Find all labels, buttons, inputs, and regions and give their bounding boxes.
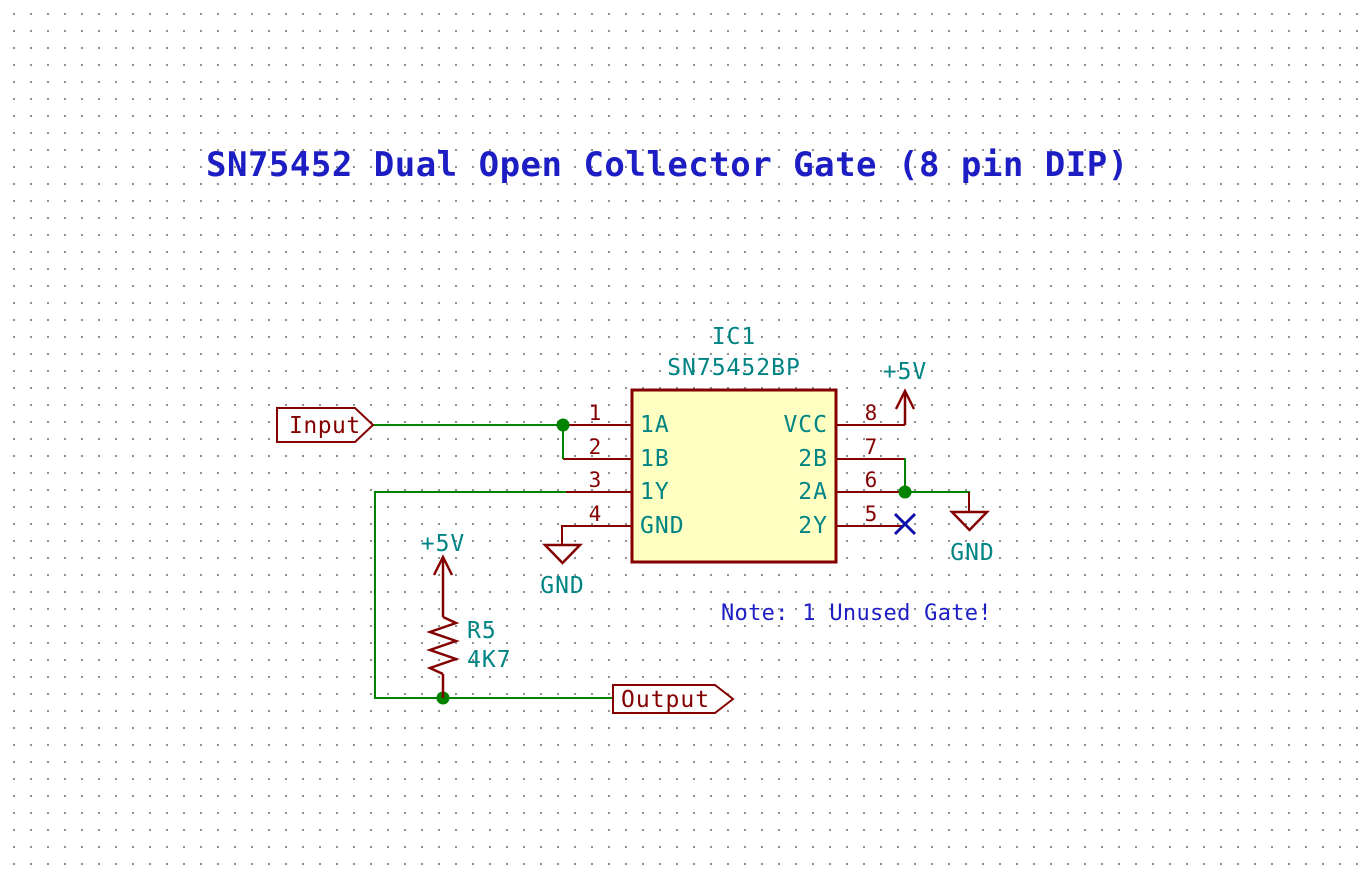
pin-number-8: 8 xyxy=(864,401,878,425)
junction-dots xyxy=(436,418,912,705)
output-label-shape xyxy=(612,684,735,714)
power-symbol-resistor xyxy=(432,554,454,617)
junction-dot xyxy=(898,485,912,499)
ic-reference: IC1 xyxy=(711,324,757,350)
pin-number-5: 5 xyxy=(864,502,878,526)
pin-name-2a: 2A xyxy=(798,479,828,505)
gnd-label-right: GND xyxy=(950,540,995,566)
input-label-shape xyxy=(276,407,375,443)
gnd-triangle-icon xyxy=(542,543,583,565)
resistor-zigzag-icon xyxy=(426,615,460,676)
power-symbol-vcc xyxy=(894,388,916,425)
vcc-label-resistor: +5V xyxy=(420,531,466,557)
gnd-symbol-left xyxy=(542,543,583,565)
pin-name-1a: 1A xyxy=(640,412,670,438)
pin-name-gnd: GND xyxy=(640,513,685,539)
pin-number-6: 6 xyxy=(864,468,878,492)
power-arrow-icon xyxy=(432,554,454,576)
output-label-text: Output xyxy=(621,687,711,713)
ic-body xyxy=(630,388,838,564)
vcc-label-right: +5V xyxy=(882,359,928,385)
ic-value: SN75452BP xyxy=(667,355,801,381)
gnd-triangle-icon xyxy=(949,510,990,532)
pin-name-2y: 2Y xyxy=(798,513,828,539)
pin-name-1y: 1Y xyxy=(640,479,670,505)
no-connect-x-icon xyxy=(893,512,917,536)
resistor-value: 4K7 xyxy=(467,647,512,673)
pin-number-4: 4 xyxy=(588,502,602,526)
pin-number-7: 7 xyxy=(864,435,878,459)
power-arrow-icon xyxy=(894,388,916,410)
pin-name-vcc: VCC xyxy=(783,412,828,438)
pin-name-2b: 2B xyxy=(798,446,828,472)
pin-number-1: 1 xyxy=(588,401,602,425)
schematic-title: SN75452 Dual Open Collector Gate (8 pin … xyxy=(206,145,1129,185)
ic-pin-stubs xyxy=(561,424,905,545)
pin-number-3: 3 xyxy=(588,468,602,492)
pin-name-1b: 1B xyxy=(640,446,670,472)
junction-dot xyxy=(556,418,570,432)
pin4-stub xyxy=(561,525,632,545)
gnd-label-left: GND xyxy=(540,573,585,599)
gnd-symbol-right xyxy=(949,492,990,532)
input-label-text: Input xyxy=(289,413,361,439)
pin-number-2: 2 xyxy=(588,435,602,459)
resistor-symbol xyxy=(426,615,460,698)
note-text: Note: 1 Unused Gate! xyxy=(721,601,992,626)
resistor-reference: R5 xyxy=(467,618,497,644)
